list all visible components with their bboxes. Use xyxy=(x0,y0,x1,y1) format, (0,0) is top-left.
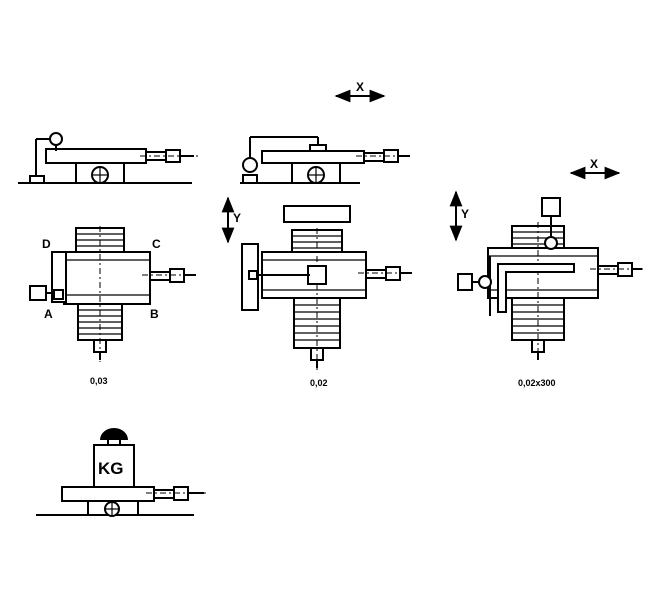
test-block xyxy=(309,144,327,152)
work-table xyxy=(45,148,147,164)
dial-indicator xyxy=(242,157,258,173)
axis-label-x: X xyxy=(356,80,364,94)
test-setup-table-flatness xyxy=(18,132,198,184)
test-setup-x-travel xyxy=(240,136,412,184)
test-block xyxy=(307,265,327,285)
test-weight xyxy=(93,444,135,488)
angle-square xyxy=(497,263,575,313)
dial-indicator xyxy=(49,132,63,146)
axis-label-y: Y xyxy=(233,211,241,225)
tolerance-label-2: 0,02 xyxy=(310,378,328,388)
dial-indicator-top xyxy=(544,236,558,250)
table-screw xyxy=(365,269,387,279)
axis-arrow-y-middle: Y xyxy=(221,196,241,244)
corner-label-a: A xyxy=(44,307,53,321)
test-setup-plan-parallelism: 0,02x300 xyxy=(457,197,645,388)
corner-label-d: D xyxy=(42,237,51,251)
indicator-block-top xyxy=(541,197,561,217)
test-setup-plan-squareness: D C A B 0,03 xyxy=(29,226,198,386)
weight-handle xyxy=(100,428,128,440)
axis-label-x-right: X xyxy=(590,157,598,171)
axis-arrow-x-right: X xyxy=(569,157,621,180)
indicator-tip xyxy=(248,270,258,280)
axis-label-y-right: Y xyxy=(461,207,469,221)
work-table xyxy=(261,150,365,164)
corner-label-b: B xyxy=(150,307,159,321)
work-table xyxy=(61,486,155,502)
dial-indicator-left xyxy=(478,275,492,289)
axis-arrow-x-top: X xyxy=(334,80,386,103)
magnetic-base xyxy=(242,174,258,184)
weight-label: KG xyxy=(98,459,124,478)
table-screw xyxy=(149,271,171,281)
table-screw xyxy=(597,265,619,275)
tolerance-label-1: 0,03 xyxy=(90,376,108,386)
corner-label-c: C xyxy=(152,237,161,251)
axis-arrow-y-right: Y xyxy=(449,190,469,242)
table-screw xyxy=(363,152,385,162)
magnetic-base xyxy=(29,175,45,184)
tolerance-label-3: 0,02x300 xyxy=(518,378,556,388)
indicator-block xyxy=(29,285,47,301)
indicator-tip xyxy=(53,289,64,300)
test-setup-load: KG xyxy=(36,428,206,517)
table-screw xyxy=(153,489,175,499)
indicator-block-left xyxy=(457,273,473,291)
straight-edge xyxy=(283,205,351,223)
test-setup-plan-y-travel: 0,02 xyxy=(241,205,414,388)
